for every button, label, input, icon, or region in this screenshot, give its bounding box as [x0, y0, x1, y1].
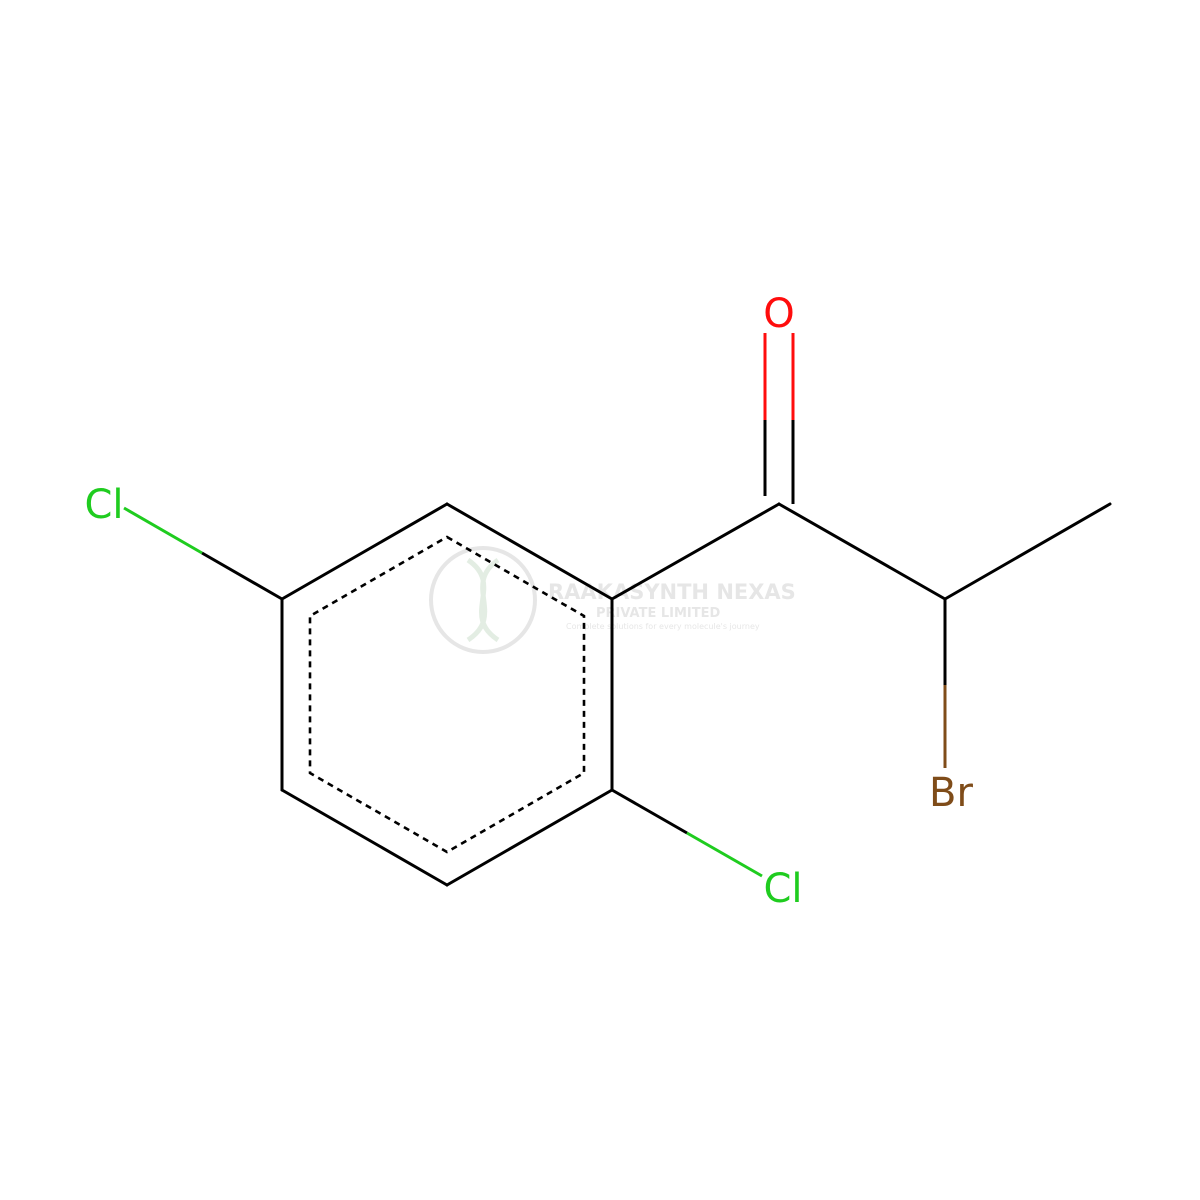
watermark: RAAKASYNTH NEXAS PRIVATE LIMITED Complet… — [429, 546, 796, 654]
watermark-logo-icon — [429, 546, 537, 654]
watermark-tagline: Complete solutions for every molecule's … — [566, 622, 760, 631]
atom-label-chlorine-bottom: Cl — [763, 866, 802, 912]
bond-ring-chlorine-bottom-black — [611, 788, 688, 835]
atom-label-chlorine-top: Cl — [84, 482, 123, 528]
bond-carbonyl-alpha-carbon — [777, 502, 947, 601]
bond-ring-chlorine-top-green — [123, 506, 203, 555]
bond-ring-c3-c4 — [445, 788, 614, 887]
watermark-title: RAAKASYNTH NEXAS — [548, 580, 796, 604]
bond-ring-chlorine-top-black — [201, 551, 283, 601]
watermark-subtitle: PRIVATE LIMITED — [596, 606, 721, 621]
bond-ring-c1-c2 — [445, 502, 614, 601]
atom-label-oxygen: O — [763, 291, 794, 337]
bond-ring-c6-c1 — [280, 502, 449, 601]
bond-alpha-carbon-methyl — [943, 502, 1112, 601]
dna-helix-icon — [466, 557, 500, 643]
bond-ring-c4-c5 — [280, 788, 449, 887]
bond-ring-chlorine-bottom-green — [686, 831, 763, 878]
bond-ring-carbonyl — [610, 502, 781, 601]
atom-label-bromine: Br — [929, 770, 973, 816]
aromatic-ring-dashed — [308, 535, 586, 854]
